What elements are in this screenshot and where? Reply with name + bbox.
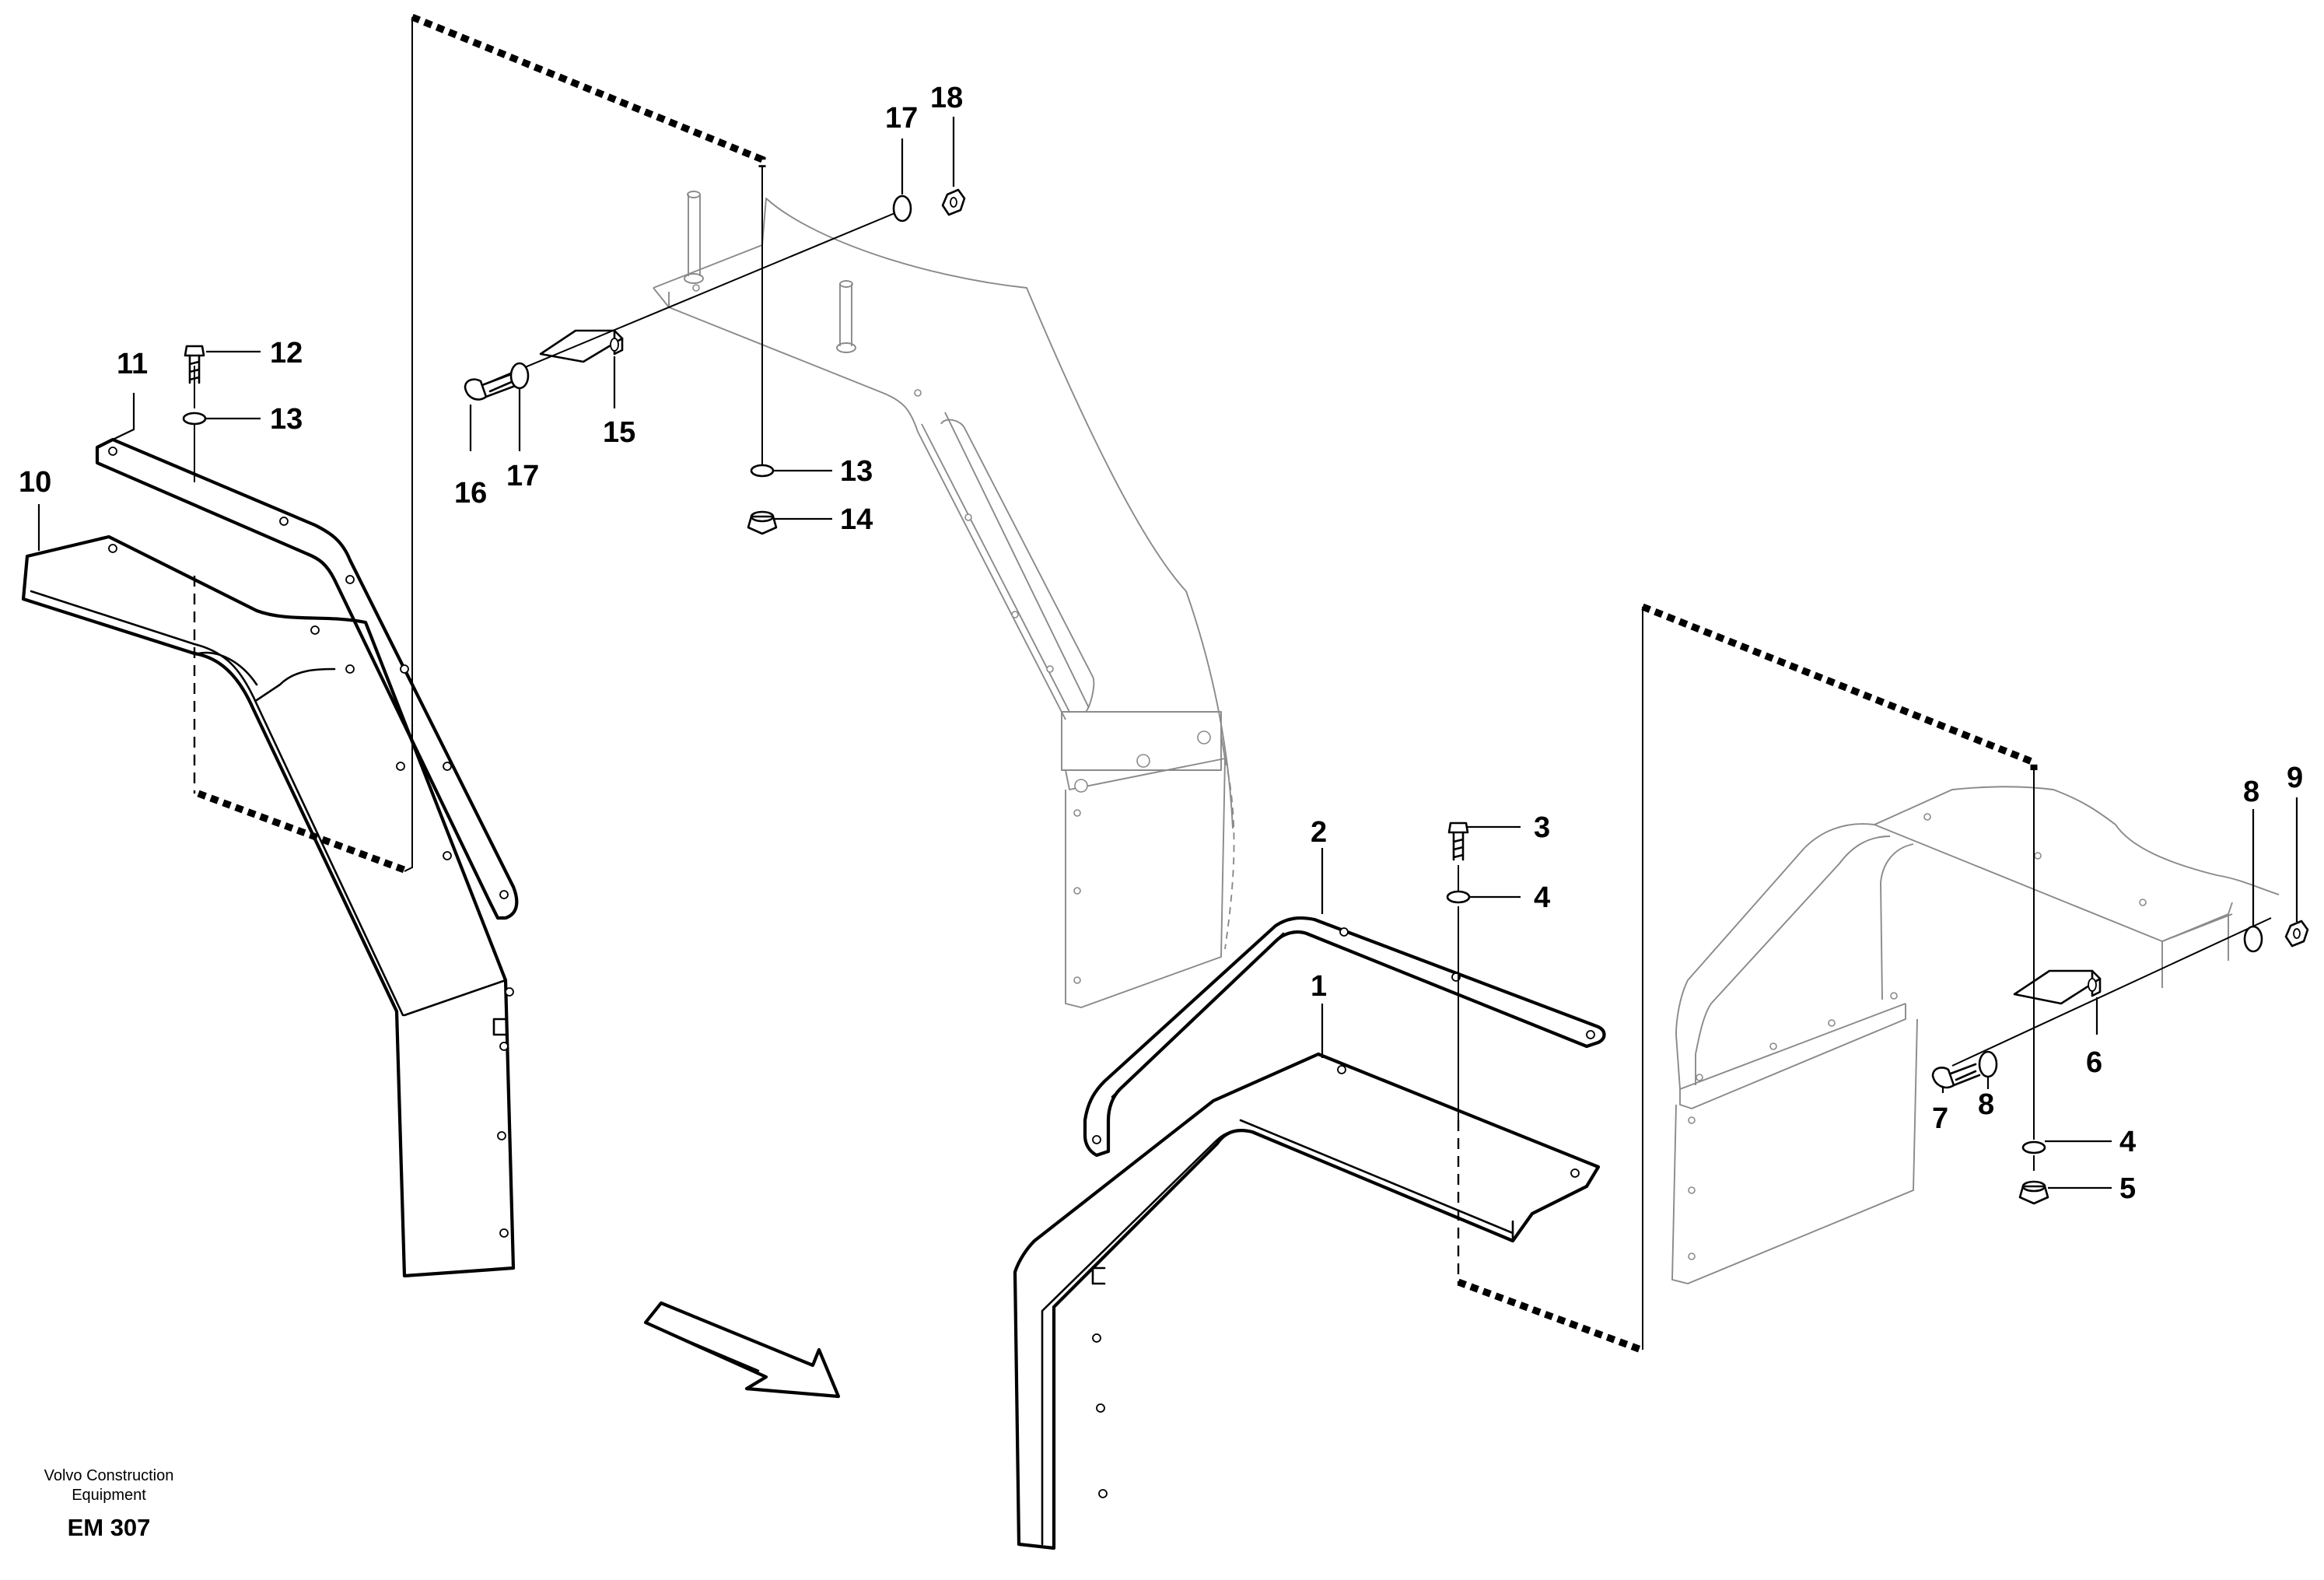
callout-14: 14	[840, 503, 873, 536]
left-assembly-dashed-frame	[197, 13, 766, 875]
part-5-nut	[2018, 1180, 2049, 1205]
right-mudguard-ghost-outline	[1671, 786, 2280, 1284]
right-assembly-dashed-frame	[1457, 603, 2038, 1354]
callout-16: 16	[454, 477, 487, 510]
part-8-washer-right	[2243, 925, 2263, 953]
callout-4-upper: 4	[1534, 881, 1550, 914]
callout-13-right: 13	[840, 455, 873, 488]
part-16-bolt	[464, 372, 519, 401]
forward-direction-arrow-icon	[643, 1301, 841, 1399]
callout-3: 3	[1534, 811, 1550, 844]
part-7-bolt	[1931, 1063, 1981, 1089]
part-15-clip	[539, 329, 624, 363]
part-14-nut	[747, 510, 778, 535]
callout-17-left: 17	[506, 460, 539, 492]
part-13-washer-upper	[182, 412, 207, 426]
part-10-inner-mudguard	[21, 534, 516, 1278]
part-12-screw	[184, 345, 205, 384]
callout-2: 2	[1311, 816, 1327, 849]
callout-17-right: 17	[885, 102, 918, 135]
callout-13-left: 13	[270, 403, 303, 436]
part-13-washer-lower	[750, 464, 775, 478]
callout-leaders	[37, 117, 2298, 1189]
callout-8-lower: 8	[1978, 1088, 1994, 1121]
part-1-inner-mudguard	[1013, 1052, 1601, 1550]
part-4-washer-upper	[1446, 890, 1471, 904]
callout-5: 5	[2119, 1172, 2136, 1205]
left-fastener-axis-lines	[193, 167, 903, 794]
part-8-washer-left	[1978, 1050, 1998, 1078]
callout-7: 7	[1932, 1102, 1948, 1135]
company-name-line1: Volvo Construction	[44, 1467, 174, 1484]
callout-8-upper: 8	[2243, 776, 2259, 808]
callout-4-lower: 4	[2119, 1126, 2136, 1158]
right-fastener-axis-lines	[1457, 770, 2272, 1284]
callout-18: 18	[930, 82, 963, 114]
drawing-code: EM 307	[68, 1514, 151, 1541]
company-name-line2: Equipment	[72, 1487, 146, 1504]
part-3-screw	[1447, 822, 1469, 861]
part-17-washer-right	[892, 194, 912, 222]
part-6-clip	[2013, 969, 2102, 1005]
callout-12: 12	[270, 337, 303, 370]
part-9-nut	[2284, 920, 2309, 948]
callout-15: 15	[603, 416, 635, 449]
part-2-bracket-strip	[1083, 916, 1606, 1158]
callout-9: 9	[2287, 762, 2303, 794]
callout-6: 6	[2086, 1046, 2102, 1079]
part-11-bracket-strip	[95, 437, 519, 920]
left-mudguard-ghost-outline	[653, 191, 1235, 1008]
callout-11: 11	[117, 348, 148, 380]
part-4-washer-lower	[2021, 1140, 2046, 1154]
callout-10: 10	[19, 466, 51, 499]
part-18-nut	[941, 188, 966, 216]
part-17-washer-left	[509, 362, 530, 390]
callout-1: 1	[1311, 970, 1327, 1003]
